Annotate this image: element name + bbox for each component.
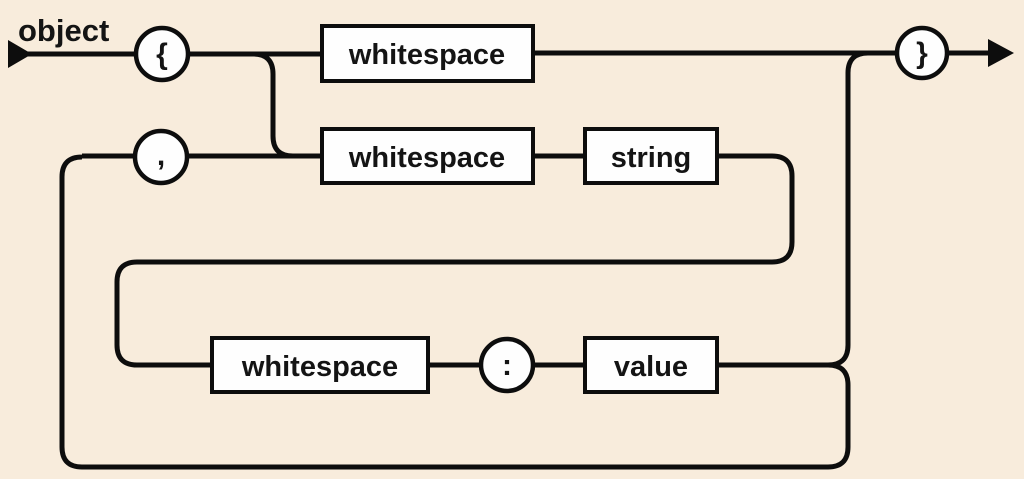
node-string-label: string xyxy=(611,142,692,174)
node-whitespace-top-label: whitespace xyxy=(348,39,505,71)
terminal-comma-label: , xyxy=(157,139,165,172)
terminal-open-brace xyxy=(133,25,191,83)
terminal-close-brace xyxy=(894,25,950,81)
node-string xyxy=(583,127,719,185)
terminal-close-brace-label: } xyxy=(916,37,928,70)
terminal-open-brace-label: { xyxy=(156,38,168,71)
node-whitespace-top xyxy=(320,24,535,83)
rule-name-label: object xyxy=(18,13,109,48)
node-value xyxy=(583,336,719,394)
terminal-colon xyxy=(478,336,536,394)
terminal-colon-label: : xyxy=(502,349,512,382)
node-whitespace-bottom xyxy=(210,336,430,394)
start-arrow-icon xyxy=(8,40,32,68)
node-whitespace-mid xyxy=(320,127,535,185)
end-arrow-icon xyxy=(988,39,1014,67)
node-whitespace-bottom-label: whitespace xyxy=(241,351,398,383)
node-whitespace-mid-label: whitespace xyxy=(348,142,505,174)
track-lines xyxy=(26,50,992,470)
terminal-comma xyxy=(132,128,190,186)
node-value-label: value xyxy=(614,351,688,383)
